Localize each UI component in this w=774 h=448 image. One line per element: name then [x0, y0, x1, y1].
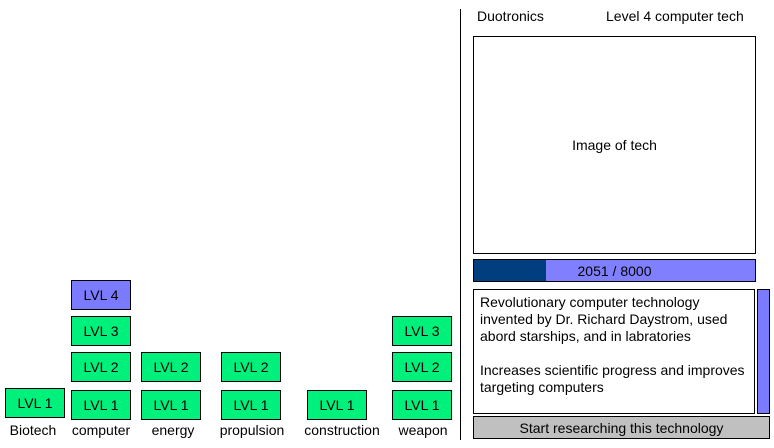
- category-label-computer: computer: [71, 422, 131, 438]
- description-scrollbar[interactable]: [757, 289, 770, 414]
- tech-tile-computer-lvl4[interactable]: LVL 4: [71, 280, 131, 310]
- tech-tile-energy-lvl1[interactable]: LVL 1: [141, 390, 201, 420]
- panel-divider: [460, 9, 461, 440]
- research-progress-fill: [474, 260, 547, 281]
- tech-image-placeholder: Image of tech: [572, 137, 657, 153]
- tech-image: Image of tech: [473, 36, 756, 254]
- tech-description: Revolutionary computer technology invent…: [473, 289, 755, 414]
- tech-tile-weapon-lvl2[interactable]: LVL 2: [392, 352, 452, 382]
- tech-tile-energy-lvl2[interactable]: LVL 2: [141, 352, 201, 382]
- tech-tile-biotech-lvl1[interactable]: LVL 1: [5, 388, 65, 418]
- tech-tile-weapon-lvl1[interactable]: LVL 1: [392, 390, 452, 420]
- tech-description-paragraph: Increases scientific progress and improv…: [480, 362, 745, 395]
- tech-description-paragraph: Revolutionary computer technology invent…: [480, 294, 728, 344]
- category-label-weapon: weapon: [398, 422, 448, 438]
- category-label-construction: construction: [304, 422, 380, 438]
- research-progress-label: 2051 / 8000: [577, 262, 652, 279]
- tech-tile-construction-lvl1[interactable]: LVL 1: [307, 390, 367, 420]
- tech-tile-computer-lvl3[interactable]: LVL 3: [71, 316, 131, 346]
- tech-tile-propulsion-lvl2[interactable]: LVL 2: [221, 352, 281, 382]
- tech-tile-computer-lvl2[interactable]: LVL 2: [71, 352, 131, 382]
- start-research-button-label: Start researching this technology: [519, 419, 724, 436]
- category-label-propulsion: propulsion: [219, 422, 285, 438]
- research-progress-bar: 2051 / 8000: [473, 259, 756, 282]
- tech-tile-computer-lvl1[interactable]: LVL 1: [71, 390, 131, 420]
- tech-tile-weapon-lvl3[interactable]: LVL 3: [392, 316, 452, 346]
- category-label-energy: energy: [151, 422, 195, 438]
- category-label-biotech: Biotech: [9, 422, 57, 438]
- tech-tile-propulsion-lvl1[interactable]: LVL 1: [221, 390, 281, 420]
- company-name: Duotronics: [477, 8, 544, 24]
- start-research-button[interactable]: Start researching this technology: [473, 416, 770, 439]
- tech-title: Level 4 computer tech: [606, 8, 744, 24]
